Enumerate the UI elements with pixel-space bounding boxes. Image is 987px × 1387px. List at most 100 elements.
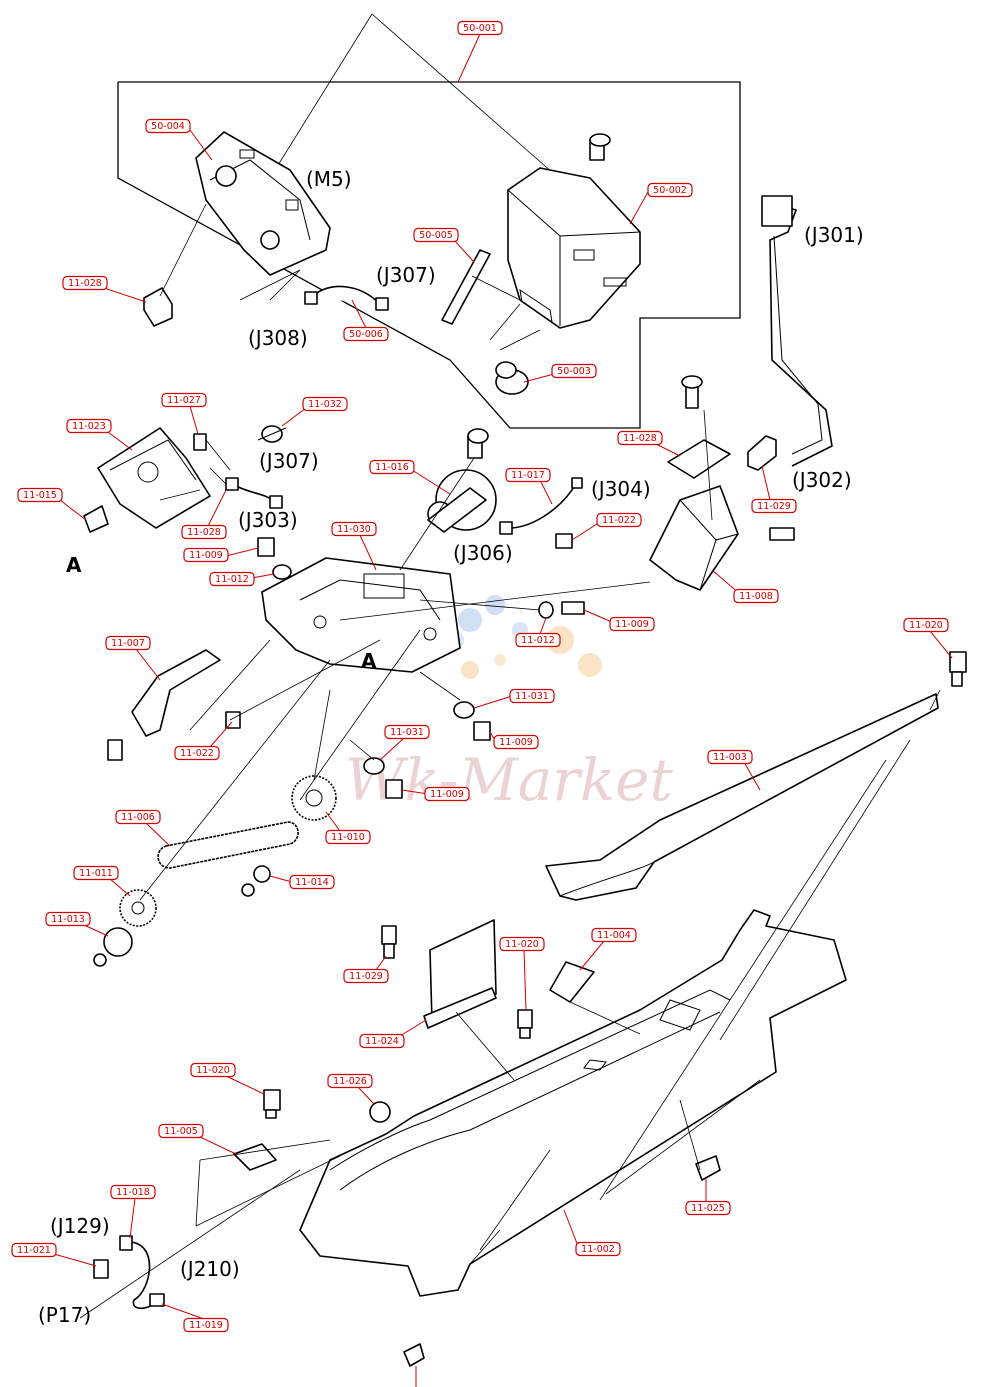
- callout-box: [751, 498, 797, 514]
- part-11-026-bushing: [369, 1101, 391, 1123]
- callout-11-014: 11-014: [289, 874, 335, 890]
- callout-label: 11-009: [430, 789, 464, 800]
- callout-label: 11-009: [499, 737, 533, 748]
- callout-box: [493, 734, 539, 750]
- part-11-017-cable: [499, 477, 583, 535]
- callout-box: [457, 20, 503, 36]
- part-11-007-arm: [107, 649, 241, 761]
- callout-11-020: 11-020: [190, 1062, 236, 1078]
- callout-50-005: 50-005: [413, 227, 459, 243]
- view-marker-a: A: [361, 649, 377, 673]
- part-11-028-block-top: [143, 287, 173, 327]
- callout-box: [325, 829, 371, 845]
- callout-box: [509, 688, 555, 704]
- part-11-002-base-plate: [299, 909, 847, 1297]
- part-11-018-harness: [93, 1235, 165, 1310]
- part-11-031-spacer-b: [363, 757, 403, 799]
- callout-label: 11-022: [602, 515, 636, 526]
- connector-labels: (M5)(J301)(J307)(J308)(J307)(J304)(J302)…: [38, 167, 864, 1327]
- part-11-032-tie: [257, 425, 287, 443]
- part-50-003-knob: [495, 361, 529, 395]
- connector-label-j301: (J301): [804, 223, 864, 247]
- part-11-013-pulley: [93, 927, 133, 967]
- callout-11-008: 11-008: [733, 588, 779, 604]
- callout-label: 11-016: [375, 462, 409, 473]
- callout-11-009: 11-009: [424, 786, 470, 802]
- callout-label: 50-004: [151, 121, 185, 132]
- callout-box: [289, 874, 335, 890]
- part-11-024-bracket: [423, 919, 497, 1029]
- callout-box: [591, 927, 637, 943]
- callout-box: [209, 571, 255, 587]
- callout-label: 11-026: [333, 1076, 367, 1087]
- view-marker-a: A: [66, 553, 82, 577]
- part-11-016-motor: [427, 469, 497, 533]
- part-11-020-screw-lower-left: [263, 1089, 281, 1119]
- callout-label: 11-014: [295, 877, 329, 888]
- callout-11-024: 11-024: [359, 1033, 405, 1049]
- callout-label: 11-019: [189, 1320, 223, 1331]
- callout-label: 11-031: [390, 727, 424, 738]
- callout-11-025: 11-025: [685, 1200, 731, 1216]
- callout-11-017: 11-017: [505, 467, 551, 483]
- callout-label: 50-002: [653, 185, 687, 196]
- callout-label: 11-028: [187, 527, 221, 538]
- callout-box: [499, 936, 545, 952]
- connector-label-j210: (J210): [180, 1257, 240, 1281]
- callout-11-021: 11-021: [11, 1242, 57, 1258]
- callout-50-002: 50-002: [647, 182, 693, 198]
- callout-box: [11, 1242, 57, 1258]
- callout-box: [575, 1241, 621, 1257]
- callout-box: [331, 521, 377, 537]
- part-11-008-bracket: [649, 485, 795, 591]
- part-11-029-block-right: [747, 435, 777, 471]
- callout-11-005: 11-005: [158, 1123, 204, 1139]
- callout-box: [183, 1317, 229, 1333]
- connector-label-j307: (J307): [376, 263, 436, 287]
- part-50-002-housing: [507, 167, 641, 329]
- callout-11-009: 11-009: [493, 734, 539, 750]
- callout-label: 11-020: [505, 939, 539, 950]
- connector-label-j306: (J306): [453, 541, 513, 565]
- part-11-010-gear: [291, 775, 337, 821]
- callout-box: [384, 724, 430, 740]
- callout-11-022: 11-022: [596, 512, 642, 528]
- callout-box: [359, 1033, 405, 1049]
- part-11-028-bracket-right: [667, 375, 731, 479]
- callout-box: [343, 326, 389, 342]
- callout-box: [145, 118, 191, 134]
- part-11-012-washer-left: [272, 564, 292, 580]
- callout-label: 11-005: [164, 1126, 198, 1137]
- connector-label-p17: (P17): [38, 1303, 91, 1327]
- callout-11-020: 11-020: [499, 936, 545, 952]
- callout-label: 11-017: [511, 470, 545, 481]
- callout-11-009: 11-009: [609, 616, 655, 632]
- callout-label: 11-020: [909, 620, 943, 631]
- callout-box: [66, 418, 112, 434]
- callout-11-020: 11-020: [903, 617, 949, 633]
- callout-label: 11-032: [308, 399, 342, 410]
- callout-label: 11-024: [365, 1036, 399, 1047]
- callout-box: [327, 1073, 373, 1089]
- callout-box: [73, 865, 119, 881]
- part-11-009-screw-right: [561, 601, 585, 615]
- callout-11-027: 11-027: [161, 392, 207, 408]
- part-screw-top: [589, 133, 611, 161]
- callout-11-007: 11-007: [105, 635, 151, 651]
- callout-50-004: 50-004: [145, 118, 191, 134]
- view-markers: AA: [66, 553, 377, 673]
- callout-box: [609, 616, 655, 632]
- callout-label: 11-011: [79, 868, 113, 879]
- callout-label: 11-003: [713, 752, 747, 763]
- part-11-006-belt: [157, 821, 299, 869]
- callout-label: 11-008: [739, 591, 773, 602]
- part-11-023-bracket: [83, 427, 211, 533]
- part-11-009-screw-left: [257, 537, 275, 557]
- callout-label: 11-010: [331, 832, 365, 843]
- callout-label: 11-025: [691, 1203, 725, 1214]
- callout-50-001: 50-001: [457, 20, 503, 36]
- part-screw-mid: [467, 428, 489, 459]
- callout-box: [903, 617, 949, 633]
- callout-label: 11-020: [196, 1065, 230, 1076]
- callout-label: 11-023: [72, 421, 106, 432]
